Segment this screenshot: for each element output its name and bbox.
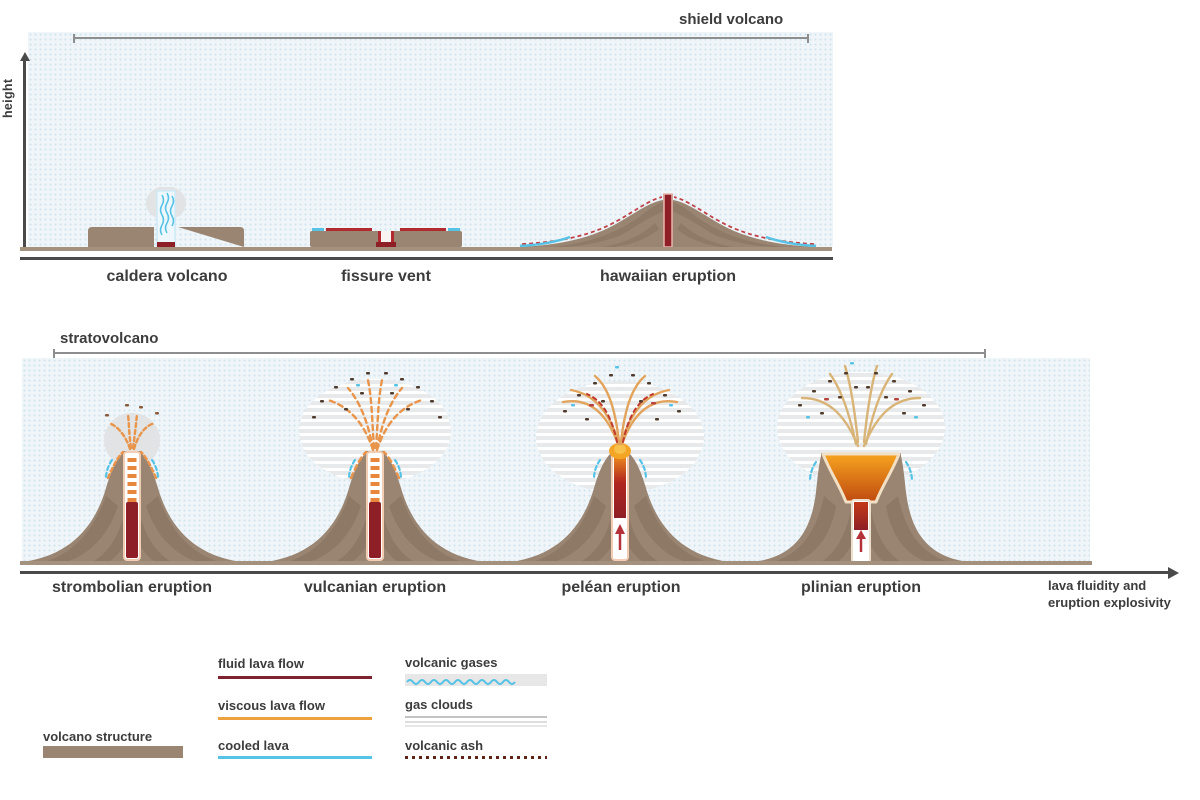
pelean-eruption-illustration: [511, 366, 729, 562]
stratovolcano-bracket: [53, 349, 986, 362]
legend-gas-clouds-swatch: [405, 716, 547, 727]
legend-fluid-lava-line: [218, 676, 372, 679]
bottom-ground-line: [20, 561, 1092, 565]
caldera-volcano-illustration: [88, 187, 244, 248]
axis-caption-line-1: lava fluidity and: [1048, 578, 1147, 593]
label-hawaiian-eruption: hawaiian eruption: [599, 268, 737, 285]
label-fissure-vent: fissure vent: [341, 268, 431, 285]
vulcanian-eruption-illustration: [266, 372, 484, 562]
legend-volcanic-ash-line: [405, 756, 547, 759]
height-axis-arrow-icon: [19, 52, 30, 61]
explosivity-axis-arrow-icon: [1168, 566, 1179, 579]
gases-wave-icon: [406, 679, 516, 685]
shield-volcano-bracket: [73, 34, 809, 47]
legend-cooled-lava-label: cooled lava: [218, 738, 289, 753]
label-vulcanian-eruption: vulcanian eruption: [303, 579, 447, 596]
plinian-eruption-illustration: [752, 362, 970, 563]
label-caldera-volcano: caldera volcano: [106, 268, 228, 285]
label-plinian-eruption: plinian eruption: [801, 579, 921, 596]
legend-gas-clouds-label: gas clouds: [405, 697, 473, 712]
legend-volcanic-gases-label: volcanic gases: [405, 655, 498, 670]
legend-fluid-lava-label: fluid lava flow: [218, 656, 304, 671]
top-baseline: [20, 257, 833, 260]
legend-viscous-lava-label: viscous lava flow: [218, 698, 325, 713]
legend-volcanic-ash-label: volcanic ash: [405, 738, 484, 753]
shield-volcano-bracket-label: shield volcano: [679, 11, 784, 28]
legend-volcanic-gases-swatch: [405, 674, 547, 686]
strombolian-eruption-illustration: [23, 404, 241, 562]
legend-viscous-lava-line: [218, 717, 372, 720]
legend-volcano-structure-label: volcano structure: [43, 729, 153, 744]
legend-volcano-structure-swatch: [43, 746, 183, 758]
stratovolcano-bracket-label: stratovolcano: [60, 330, 159, 347]
label-pelean-eruption: peléan eruption: [561, 579, 681, 596]
label-strombolian-eruption: strombolian eruption: [52, 579, 212, 596]
legend-cooled-lava-line: [218, 756, 372, 759]
top-ground-line: [20, 247, 832, 251]
hawaiian-eruption-illustration: [519, 193, 817, 248]
height-axis-line: [23, 60, 26, 250]
explosivity-axis-caption: lava fluidity and eruption explosivity: [1048, 577, 1171, 611]
explosivity-axis-line: [20, 571, 1170, 574]
fissure-vent-illustration: [310, 228, 462, 247]
axis-caption-line-2: eruption explosivity: [1048, 595, 1171, 610]
height-axis-label: height: [1, 78, 15, 118]
